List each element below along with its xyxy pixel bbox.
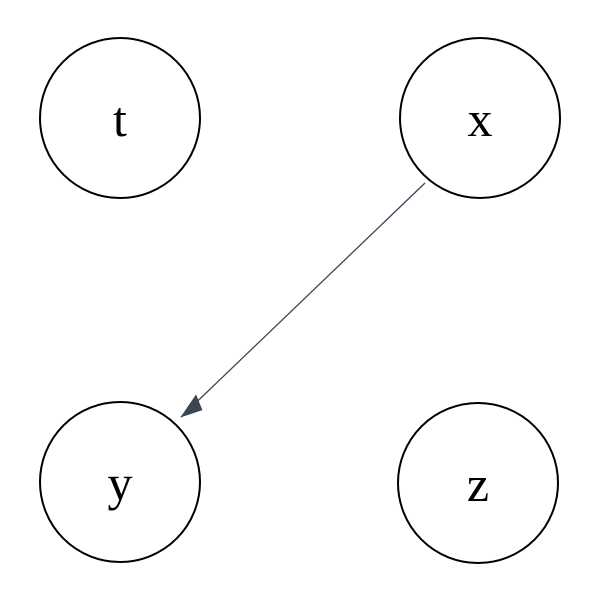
node-label-t: t [113, 91, 127, 147]
node-label-x: x [468, 91, 493, 147]
node-x[interactable]: x [399, 37, 561, 199]
node-circle-y[interactable] [39, 401, 201, 563]
node-y[interactable]: y [39, 401, 201, 563]
node-label-y: y [108, 455, 133, 511]
edge-x-to-y[interactable] [180, 182, 426, 418]
node-circle-x[interactable] [399, 37, 561, 199]
edge-arrowhead-x-to-y [180, 394, 203, 418]
node-z[interactable]: z [397, 402, 559, 564]
node-label-z: z [467, 456, 489, 512]
edge-line-x-to-y [180, 182, 426, 418]
node-t[interactable]: t [39, 37, 201, 199]
node-circle-t[interactable] [39, 37, 201, 199]
node-circle-z[interactable] [397, 402, 559, 564]
